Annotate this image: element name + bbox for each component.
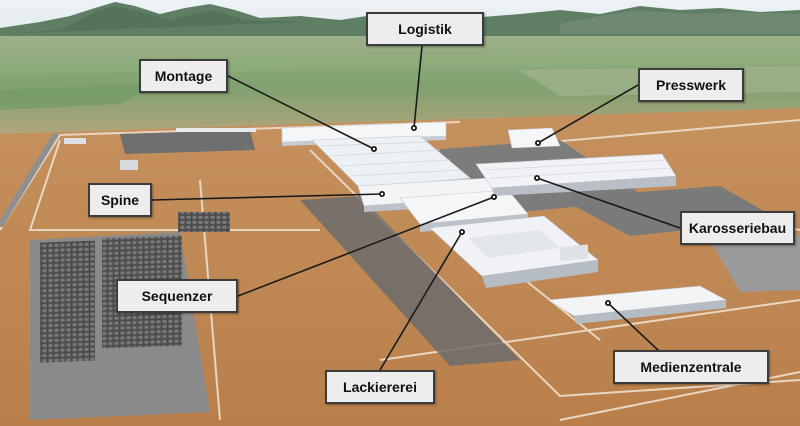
leader-spine xyxy=(151,193,383,201)
leader-lackiererei xyxy=(379,231,463,371)
label-presswerk: Presswerk xyxy=(638,68,744,102)
label-lackiererei: Lackiererei xyxy=(325,370,435,404)
label-logistik: Logistik xyxy=(366,12,484,46)
leader-medienzentrale xyxy=(607,302,661,353)
label-medienzentrale: Medienzentrale xyxy=(613,350,769,384)
buildings xyxy=(64,121,727,324)
leader-presswerk xyxy=(537,84,639,144)
leader-sequenzer xyxy=(237,196,495,297)
label-karosseriebau: Karosseriebau xyxy=(680,211,795,245)
parking-lot xyxy=(40,240,95,363)
label-spine: Spine xyxy=(88,183,152,217)
label-sequenzer: Sequenzer xyxy=(116,279,238,313)
leader-lines xyxy=(151,45,681,371)
leader-karosseriebau xyxy=(536,177,681,229)
leader-logistik xyxy=(413,45,423,129)
leader-montage xyxy=(227,75,375,150)
label-montage: Montage xyxy=(139,59,228,93)
